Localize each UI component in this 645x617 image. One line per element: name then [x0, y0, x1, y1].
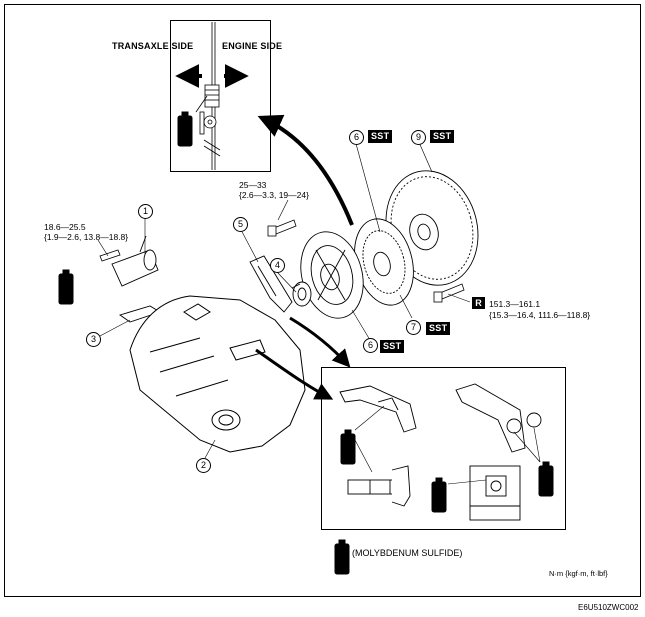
detail-shaft: [347, 465, 411, 507]
leader-lines: [97, 139, 471, 459]
callout-6-bottom: 6: [363, 338, 378, 353]
grease-tube-icon: GREASE: [431, 477, 447, 513]
arrow-to-detail-2: [289, 316, 351, 368]
release-fork: [249, 255, 293, 313]
r-mark: R: [472, 297, 485, 309]
torque-flywheel-units: {15.3—16.4, 111.6—118.8}: [489, 310, 591, 320]
grease-tube-icon: GREASE: [58, 269, 74, 305]
inset-lubrication-detail: [321, 367, 566, 530]
grease-tubes: GREASE GREASE GREASE GREASE GREASE GREAS…: [58, 111, 554, 575]
release-cylinder: [111, 235, 159, 287]
callout-7: 7: [406, 320, 421, 335]
torque-cylinder-units: {1.9—2.6, 13.8—18.8}: [44, 232, 129, 242]
grease-tube-text: GREASE: [438, 490, 443, 507]
grease-tube-icon: GREASE: [538, 461, 554, 497]
inset-shaft-drawing: [199, 22, 221, 170]
torque-bolt-top-value: 25—33: [239, 180, 267, 190]
clutch-cover: [300, 231, 364, 319]
figure-code: E6U510ZWC002: [578, 603, 639, 612]
curve-arrow-to-inset: [257, 114, 354, 226]
callout-6-top: 6: [349, 130, 364, 145]
detail-fork-left: [339, 385, 417, 433]
sst-badge-7: SST: [426, 322, 451, 335]
torque-flywheel-value: 151.3—161.1: [489, 299, 541, 309]
callout-5: 5: [233, 217, 248, 232]
torque-bolt-top-units: {2.6—3.3, 19—24}: [239, 190, 309, 200]
bolts: [99, 219, 465, 303]
clutch-disc: [354, 218, 414, 306]
grease-tube-icon: GREASE: [340, 429, 356, 465]
transaxle-housing: [129, 295, 306, 453]
callout-9: 9: [411, 130, 426, 145]
detail-leaders: [354, 405, 541, 485]
grease-tube-text: GREASE: [341, 552, 346, 569]
sst-badge-6-bottom: SST: [380, 340, 405, 353]
grease-tube-text: GREASE: [65, 282, 70, 299]
grease-tube-icon: GREASE: [177, 111, 193, 147]
sst-badge-6-top: SST: [368, 130, 393, 143]
grease-tube-text: GREASE: [545, 474, 550, 491]
callout-3: 3: [86, 332, 101, 347]
callout-4: 4: [270, 258, 285, 273]
transaxle-side-label: TRANSAXLE SIDE: [112, 41, 194, 51]
inset-center-view: [170, 20, 271, 172]
grease-tube-icon: GREASE: [334, 539, 350, 575]
sst-badge-9: SST: [430, 130, 455, 143]
diagram-frame: [4, 4, 641, 597]
callout-1: 1: [138, 204, 153, 219]
grease-tube-text: GREASE: [347, 442, 352, 459]
molybdenum-label: (MOLYBDENUM SULFIDE): [352, 548, 463, 558]
units-label: N·m {kgf·m, ft·lbf}: [549, 569, 608, 578]
torque-cylinder-value: 18.6—25.5: [44, 222, 86, 232]
arrow-to-detail-1: [255, 348, 334, 400]
detail-fork-right: [455, 383, 542, 453]
detail-bearing-section: [469, 465, 521, 521]
engine-side-label: ENGINE SIDE: [222, 41, 283, 51]
callout-2: 2: [196, 458, 211, 473]
grease-tube-text: GREASE: [184, 124, 189, 141]
release-bearing: [291, 281, 312, 307]
